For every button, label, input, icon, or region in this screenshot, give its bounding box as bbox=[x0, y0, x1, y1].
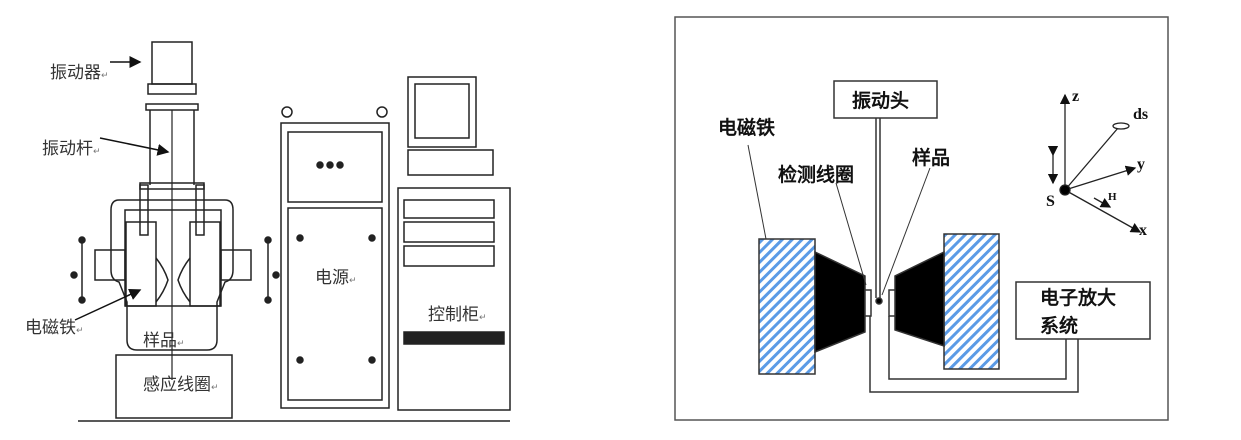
axis-label-h: H bbox=[1108, 191, 1117, 203]
right-pole-piece bbox=[894, 250, 945, 348]
power-supply-cabinet-drawing bbox=[280, 122, 390, 409]
axis-label-x: x bbox=[1139, 222, 1147, 239]
axis-label-ds: ds bbox=[1133, 106, 1149, 123]
axis-label-y: y bbox=[1137, 156, 1145, 173]
right-magnet-pole bbox=[943, 233, 1000, 370]
label-power-supply: 电源↵ bbox=[315, 268, 357, 288]
base-drawing bbox=[115, 354, 233, 419]
coordinate-axes bbox=[1047, 93, 1142, 233]
axis-label-s: S bbox=[1046, 193, 1055, 210]
axis-label-z: z bbox=[1072, 88, 1080, 105]
right-electromagnet-drawing bbox=[189, 221, 221, 307]
control-cabinet-drawing bbox=[397, 187, 511, 411]
sample-dot bbox=[875, 297, 883, 305]
left-magnet-pole bbox=[758, 238, 816, 375]
label-amplifier: 电子放大系统 bbox=[1040, 287, 1117, 337]
label-vibrator: 振动器↵ bbox=[50, 63, 109, 83]
y-axis bbox=[1064, 165, 1137, 191]
ds-element-icon bbox=[1112, 122, 1130, 130]
vsm-apparatus-drawing bbox=[70, 41, 511, 422]
ds-line bbox=[1064, 127, 1119, 191]
outer-wire bbox=[869, 316, 1079, 393]
label-vibration-head: 振动头 bbox=[852, 90, 910, 112]
sample-point-s bbox=[1059, 184, 1071, 196]
label-vibration-rod: 振动杆↵ bbox=[42, 139, 101, 159]
amplifier-box bbox=[1015, 281, 1151, 340]
label-electromagnet-right: 电磁铁 bbox=[718, 117, 776, 139]
label-control-cabinet: 控制柜↵ bbox=[428, 305, 487, 325]
label-sample: 样品↵ bbox=[143, 331, 185, 351]
schematic-frame bbox=[674, 16, 1169, 421]
left-electromagnet-drawing bbox=[125, 221, 157, 307]
vibrator-drawing bbox=[151, 41, 193, 85]
x-axis bbox=[1064, 189, 1142, 233]
monitor-drawing bbox=[407, 76, 477, 148]
h-field-arrow bbox=[1093, 197, 1112, 208]
left-detection-coil bbox=[864, 289, 872, 317]
left-label-arrows bbox=[74, 56, 170, 321]
label-induction-coil: 感应线圈↵ bbox=[143, 375, 219, 395]
right-detection-coil bbox=[888, 289, 896, 317]
magnet-housing-drawing bbox=[110, 199, 234, 351]
vibration-head-box bbox=[833, 80, 938, 119]
vsm-schematic bbox=[747, 80, 1151, 393]
label-sample-right: 样品 bbox=[912, 147, 951, 169]
label-electromagnet: 电磁铁↵ bbox=[25, 318, 84, 338]
label-detection-coil: 检测线圈 bbox=[778, 164, 855, 186]
inner-wire bbox=[888, 316, 1067, 380]
left-pole-piece bbox=[814, 250, 866, 354]
